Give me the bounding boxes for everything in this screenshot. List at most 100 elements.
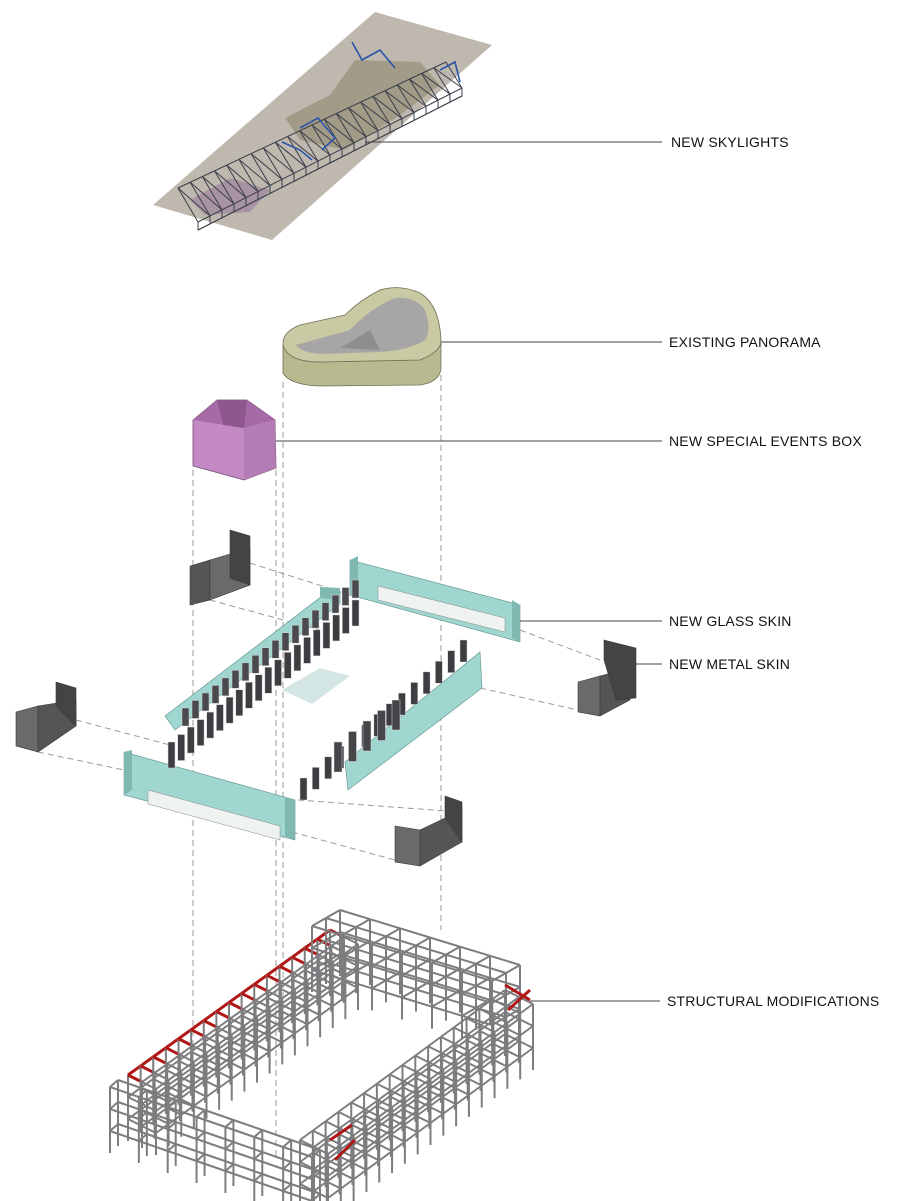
structural-member	[177, 1050, 192, 1062]
window-panel	[342, 607, 350, 634]
structural-member	[290, 1161, 321, 1173]
skylight-frames	[281, 41, 461, 161]
structural-member	[453, 1048, 469, 1058]
structural-member	[504, 989, 520, 998]
structural-member	[401, 988, 417, 999]
structural-member	[325, 1120, 341, 1130]
window-panel	[311, 609, 320, 629]
structural-member	[195, 1153, 206, 1162]
structural-member-new	[202, 1010, 218, 1022]
structural-member	[461, 992, 493, 1004]
structural-member	[196, 1138, 226, 1150]
structural-member	[478, 1051, 494, 1061]
structural-member	[402, 1108, 417, 1117]
structural-member	[427, 1089, 443, 1099]
structural-member	[371, 957, 387, 968]
structural-member	[196, 1160, 226, 1172]
window-panel	[187, 726, 195, 754]
structural-member	[341, 978, 373, 990]
structural-member	[350, 1145, 366, 1155]
structural-member	[504, 1033, 520, 1042]
structural-member	[224, 1163, 235, 1172]
structural-member	[350, 1123, 366, 1133]
structural-member	[167, 1121, 177, 1130]
structural-member	[311, 939, 327, 949]
structural-member	[431, 953, 447, 964]
window-panel	[341, 587, 350, 606]
structural-member	[299, 1129, 314, 1141]
label-new-skylights: NEW SKYLIGHTS	[671, 134, 789, 150]
structural-member	[363, 1104, 378, 1116]
structural-member	[312, 1120, 327, 1132]
window-panel	[181, 707, 190, 727]
structural-member	[138, 1118, 169, 1130]
structural-member	[339, 909, 371, 921]
structural-member	[266, 1009, 281, 1021]
window-panel	[391, 699, 401, 731]
structural-member	[282, 1183, 292, 1192]
window-panel	[283, 652, 292, 679]
structural-member	[215, 1023, 230, 1035]
structural-member	[414, 1089, 429, 1101]
structural-member	[117, 1079, 148, 1091]
structural-member	[389, 1108, 404, 1120]
window-panel	[447, 650, 455, 673]
glass-skin-pieces	[123, 556, 521, 841]
structural-member	[491, 1011, 506, 1023]
structural-member	[278, 978, 293, 990]
window-panel	[211, 685, 220, 704]
structural-member	[350, 1114, 365, 1126]
structural-member	[233, 1141, 263, 1153]
window-panel	[333, 741, 343, 773]
window-panel	[274, 659, 282, 687]
structural-member	[253, 1151, 263, 1160]
special-events-box	[192, 399, 277, 481]
window-panel	[377, 710, 386, 741]
structural-member	[109, 1079, 119, 1088]
structural-member	[195, 1109, 206, 1118]
structural-member	[341, 926, 357, 937]
structural-member	[440, 1057, 456, 1067]
structural-member	[350, 1101, 366, 1111]
structural-member	[175, 1099, 205, 1111]
window-panel	[313, 629, 321, 657]
structural-member	[351, 1161, 367, 1171]
structural-member	[195, 1131, 206, 1140]
structural-member	[440, 1026, 455, 1038]
structural-member	[466, 1061, 482, 1071]
structural-member	[491, 1033, 506, 1045]
structural-member	[311, 969, 343, 981]
structural-member	[401, 944, 417, 955]
structural-member	[389, 1117, 405, 1127]
structural-member	[228, 1014, 243, 1026]
structural-member	[376, 1082, 392, 1092]
structural-member	[401, 952, 433, 964]
structural-member	[427, 1058, 442, 1070]
window-panel	[322, 622, 331, 649]
structural-member	[431, 975, 447, 986]
structural-member	[371, 965, 403, 977]
structural-member	[480, 1068, 496, 1078]
structural-member	[341, 956, 373, 968]
structural-member	[453, 1017, 468, 1029]
structural-member	[427, 1067, 443, 1077]
structural-member	[341, 934, 373, 946]
structural-member	[492, 1058, 508, 1068]
structural-member	[241, 1005, 255, 1017]
glass-wall-bottom	[123, 750, 296, 841]
structural-member	[440, 1070, 455, 1082]
window-panel	[351, 599, 360, 627]
structural-member	[225, 1148, 255, 1160]
structural-member	[441, 1096, 457, 1106]
window-panel	[435, 660, 443, 684]
structural-member	[204, 1109, 234, 1121]
structural-member	[401, 1098, 416, 1110]
structural-member	[117, 1123, 148, 1135]
structural-member	[253, 1173, 263, 1182]
structural-member	[167, 1106, 197, 1118]
callout-leaders	[276, 141, 662, 1002]
label-new-glass-skin: NEW GLASS SKIN	[669, 613, 792, 629]
window-panel	[312, 767, 320, 790]
metal-skin-upper-left	[189, 529, 251, 606]
metal-skin-pieces	[15, 529, 637, 867]
